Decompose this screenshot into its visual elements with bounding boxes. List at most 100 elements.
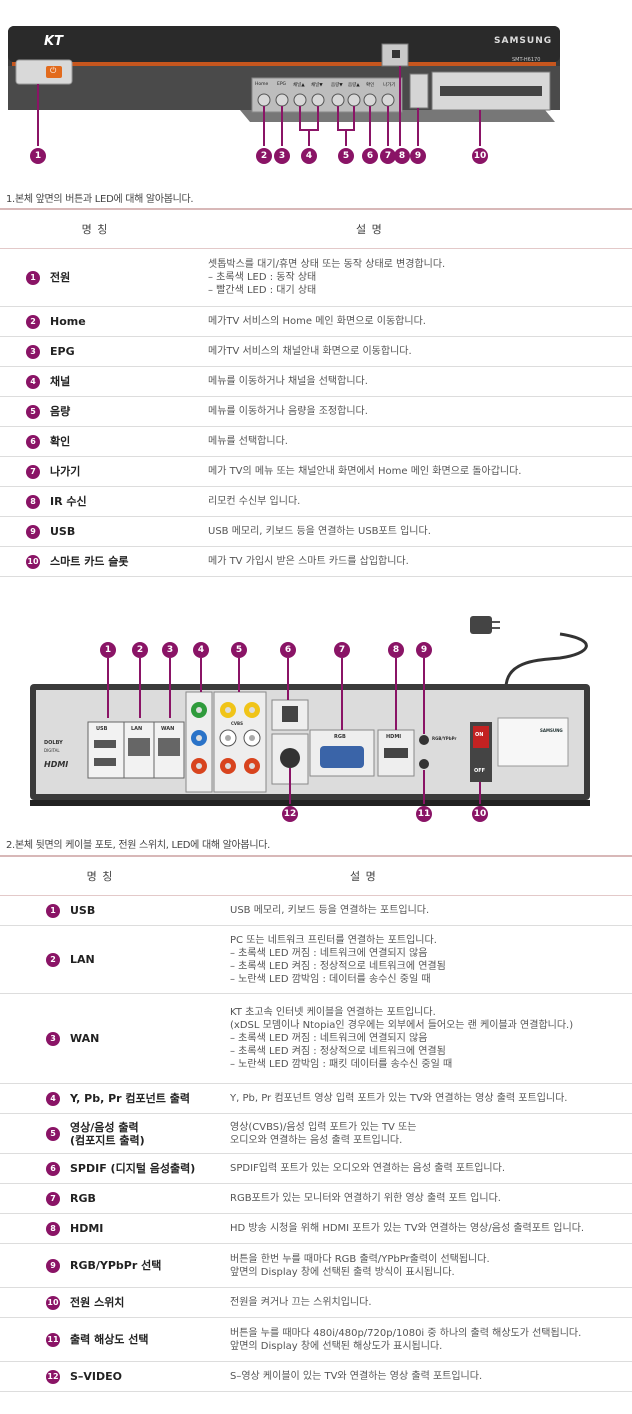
front-row-desc-cell: 메가 TV의 메뉴 또는 채널안내 화면에서 Home 메인 화면으로 돌아갑니… (190, 456, 632, 487)
front-row-desc-cell: 메가TV 서비스의 Home 메인 화면으로 이동합니다. (190, 306, 632, 337)
front-marker-4: 4 (301, 148, 317, 164)
btn-label-ok: 확인 (366, 83, 375, 88)
desc-line: USB 메모리, 키보드 등을 연결하는 포트입니다. (230, 905, 430, 916)
desc-line: 전원을 켜거나 끄는 스위치입니다. (230, 1297, 372, 1308)
front-brand-samsung: SAMSUNG (494, 36, 553, 46)
front-header-name: 명 칭 (0, 208, 190, 249)
back-table-header: 명 칭 설 명 (0, 855, 632, 896)
front-row-desc-cell: 메가TV 서비스의 채널안내 화면으로 이동합니다. (190, 336, 632, 367)
desc-line: 오디오와 연결하는 음성 출력 포트입니다. (230, 1134, 403, 1146)
row-name: 나가기 (50, 465, 81, 478)
row-name: 전원 스위치 (70, 1296, 125, 1309)
row-name: SPDIF (디지털 음성출력) (70, 1162, 196, 1175)
row-number-badge: 6 (26, 434, 40, 449)
row-number-badge: 7 (26, 464, 40, 479)
front-row-desc-cell: 메가 TV 가입시 받은 스마트 카드를 삽입합니다. (190, 546, 632, 577)
desc-line: S–영상 케이블이 있는 TV와 연결하는 영상 출력 포트입니다. (230, 1371, 483, 1382)
front-row-desc-cell: USB 메모리, 키보드 등을 연결하는 USB포트 입니다. (190, 516, 632, 547)
front-header-desc: 설 명 (190, 208, 632, 249)
desc-line: 리모컨 수신부 입니다. (208, 496, 301, 507)
row-name: USB (70, 904, 96, 917)
front-row-name-cell: 3 EPG (0, 336, 190, 367)
back-marker-7: 7 (334, 642, 350, 658)
desc-line: 메가TV 서비스의 채널안내 화면으로 이동합니다. (208, 346, 412, 357)
row-name: Home (50, 315, 86, 328)
btn-label-exit: 나가기 (383, 83, 396, 88)
front-marker-3: 3 (274, 148, 290, 164)
front-panel-drawing (8, 26, 560, 146)
front-row-name-cell: 5 음량 (0, 396, 190, 427)
back-marker-2: 2 (132, 642, 148, 658)
front-panel-illustration: KT SAMSUNG SMT-H6170 ⏻ Home EPG 채널▲ 채널▼ … (0, 0, 632, 190)
back-header-name: 명 칭 (0, 855, 200, 896)
back-label-wan: WAN (161, 726, 175, 732)
front-marker-8: 8 (394, 148, 410, 164)
front-table-header: 명 칭 설 명 (0, 208, 632, 249)
back-row-name-cell: 11 출력 해상도 선택 (0, 1317, 200, 1362)
desc-line: 버튼을 누를 때마다 480i/480p/720p/1080i 중 하나의 출력… (230, 1327, 582, 1339)
front-caption: 1.본체 앞면의 버튼과 LED에 대해 알아봅니다. (6, 194, 194, 205)
row-name: 출력 해상도 선택 (70, 1333, 149, 1346)
back-row-desc-cell: SPDIF입력 포트가 있는 오디오와 연결하는 음성 출력 포트입니다. (200, 1153, 632, 1184)
front-row-desc-cell: 메뉴를 이동하거나 음량을 조정합니다. (190, 396, 632, 427)
back-label-digital: DIGITAL (44, 748, 60, 753)
row-number-badge: 8 (26, 494, 40, 509)
front-model-label: SMT-H6170 (512, 57, 541, 63)
row-name: 채널 (50, 375, 71, 388)
row-number-badge: 2 (46, 952, 60, 967)
btn-label-ch-up: 채널▲ (293, 83, 305, 88)
front-marker-6: 6 (362, 148, 378, 164)
back-marker-5: 5 (231, 642, 247, 658)
desc-line: – 초록색 LED : 동작 상태 (208, 272, 317, 283)
desc-line: KT 초고속 인터넷 케이블을 연결하는 포트입니다. (230, 1007, 436, 1018)
back-label-hdmi: HDMI (386, 734, 402, 740)
btn-label-ch-down: 채널▼ (311, 83, 323, 88)
row-name: IR 수신 (50, 495, 87, 508)
desc-line: 메뉴를 선택합니다. (208, 436, 288, 447)
front-table-row: 5 음량 메뉴를 이동하거나 음량을 조정합니다. (0, 396, 632, 427)
desc-line: (xDSL 모뎀이나 Ntopia인 경우에는 외부에서 들어오는 랜 케이블과… (230, 1020, 574, 1031)
row-name: 음량 (50, 405, 71, 418)
back-marker-8: 8 (388, 642, 404, 658)
row-number-badge: 5 (26, 404, 40, 419)
desc-line: 영상(CVBS)/음성 입력 포트가 있는 TV 또는 (230, 1121, 417, 1133)
back-label-off: OFF (474, 768, 486, 774)
row-number-badge: 9 (26, 524, 40, 539)
back-label-on: ON (475, 732, 484, 738)
back-table-row: 11 출력 해상도 선택 버튼을 누를 때마다 480i/480p/720p/108… (0, 1317, 632, 1362)
row-number-badge: 5 (46, 1126, 60, 1141)
back-label-rgb: RGB (334, 734, 346, 740)
row-number-badge: 6 (46, 1161, 60, 1176)
desc-line: – 노란색 LED 깜박임 : 패킷 데이터를 송수신 중일 때 (230, 1059, 453, 1070)
row-name: WAN (70, 1032, 100, 1045)
front-row-desc-cell: 셋톱박스를 대기/휴면 상태 또는 동작 상태로 변경합니다. – 초록색 LED… (190, 248, 632, 307)
desc-line: 셋톱박스를 대기/휴면 상태 또는 동작 상태로 변경합니다. (208, 259, 446, 270)
row-name: EPG (50, 345, 75, 358)
row-number-badge: 11 (46, 1332, 60, 1347)
row-number-badge: 3 (26, 344, 40, 359)
